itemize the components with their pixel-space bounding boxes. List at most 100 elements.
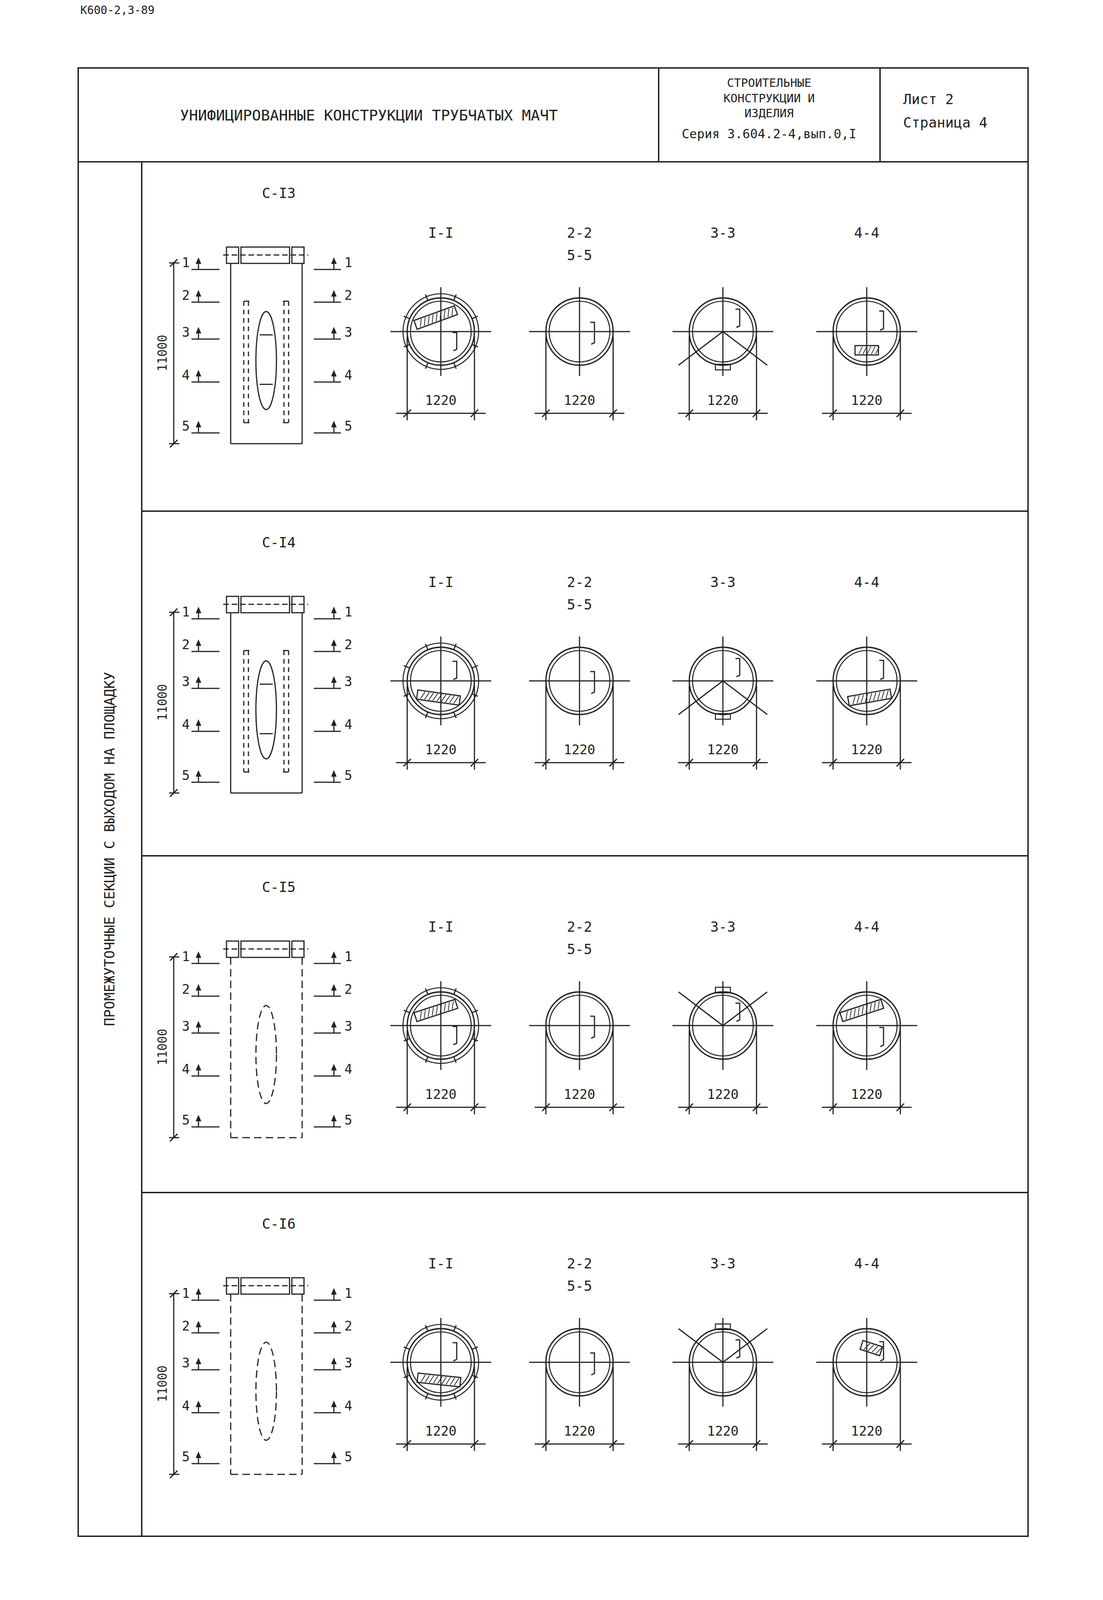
drawing-line [403, 1346, 411, 1350]
drawing-line [542, 409, 550, 418]
section-label: 2-2 [565, 1255, 594, 1272]
section-cut-number: 2 [343, 288, 354, 304]
drawing-line [453, 1325, 457, 1332]
section-cut-number: 3 [181, 674, 191, 690]
drawing-line [534, 1443, 625, 1445]
mast-section-drawing [169, 1277, 918, 1478]
ladder-bracket [735, 1003, 740, 1022]
section-label: 5-5 [565, 596, 594, 613]
drawing-line [169, 1470, 178, 1478]
drawing-line [829, 1103, 837, 1111]
drawing-line [403, 344, 411, 347]
drawing-line [223, 254, 309, 256]
drawing-line [453, 1056, 457, 1063]
drawing-line [395, 412, 486, 415]
drawing-line [542, 1440, 550, 1448]
drawing-line [896, 409, 905, 418]
drawing-line [169, 1289, 178, 1298]
height-dimension: 11000 [155, 683, 170, 722]
cross-section [816, 636, 918, 770]
drawing-line [191, 1126, 220, 1128]
ladder-bracket [879, 1341, 884, 1361]
drawing-line [191, 301, 220, 304]
section-label: 4-4 [853, 225, 881, 241]
drawing-line [678, 762, 768, 764]
series-number: Серия 3.604.2-4,вып.0,I [681, 126, 857, 142]
drawing-line [243, 650, 245, 772]
ladder-bracket [590, 322, 595, 345]
drawing-line [821, 412, 912, 415]
sheet-number: Лист 2 [903, 91, 954, 108]
cross-section [672, 636, 774, 770]
section-label: I-I [427, 574, 455, 590]
arrow-head [195, 606, 202, 614]
cross-section [816, 981, 918, 1115]
drawing-line [688, 685, 691, 770]
section-mark-title: С-I6 [261, 1215, 296, 1233]
section-label: 4-4 [853, 919, 881, 935]
drawing-line [756, 1366, 758, 1451]
drawing-line [301, 957, 304, 1138]
section-label: 5-5 [565, 1278, 594, 1294]
section-cut-number: 5 [343, 419, 354, 434]
drawing-line [191, 687, 220, 690]
section-cut-number: 1 [181, 949, 191, 965]
drawing-line [534, 762, 625, 764]
section-label: 3-3 [709, 1255, 737, 1272]
drawing-line [678, 412, 768, 415]
drawing-line [191, 338, 220, 340]
series-cell: СТРОИТЕЛЬНЫЕ КОНСТРУКЦИИ И ИЗДЕЛИЯСерия … [657, 67, 881, 163]
height-dimension: 11000 [155, 1364, 170, 1403]
drawing-line [688, 1030, 691, 1115]
sheet-title: УНИФИЦИРОВАННЫЕ КОНСТРУКЦИИ ТРУБЧАТЫХ МА… [179, 106, 558, 125]
ladder-bracket [879, 1027, 884, 1047]
drawing-line [821, 1443, 912, 1445]
diameter-dimension: 1220 [424, 393, 458, 409]
drawing-line [403, 409, 411, 418]
section-cut-number: 4 [181, 717, 191, 733]
drawing-line [678, 680, 723, 715]
drawing-line [191, 962, 220, 965]
drawing-line [230, 1137, 303, 1139]
cross-section [390, 287, 492, 421]
section-cut-number: 5 [343, 1113, 354, 1128]
drawing-line [470, 1440, 479, 1448]
arrow-head [331, 1020, 337, 1028]
section-cut-number: 4 [181, 1062, 191, 1077]
diameter-dimension: 1220 [424, 1087, 458, 1103]
section-label: 5-5 [565, 941, 594, 957]
drawing-line [832, 1366, 835, 1451]
drawing-line [313, 1369, 341, 1371]
drawing-line [425, 643, 428, 651]
drawing-line [829, 758, 837, 767]
drawing-line [173, 262, 175, 444]
drawing-line [243, 771, 250, 773]
drawing-line [403, 758, 411, 767]
band-title: ПРОМЕЖУТОЧНЫЕ СЕКЦИИ С ВЫХОДОМ НА ПЛОЩАД… [101, 671, 119, 1027]
ladder-bracket [452, 661, 457, 680]
drawing-line [612, 1366, 615, 1451]
section-cut-number: 1 [181, 1286, 191, 1301]
arrow-head [331, 1357, 337, 1365]
drawing-line [191, 995, 220, 997]
drawing-line [896, 1440, 905, 1448]
ladder-bracket [735, 309, 740, 328]
drawing-line [403, 1010, 411, 1013]
drawing-line [472, 1038, 479, 1041]
arrow-head [331, 1320, 337, 1328]
drawing-line [472, 693, 479, 697]
drawing-line [313, 338, 341, 340]
drawing-line [453, 1393, 457, 1400]
drawing-line [223, 948, 309, 950]
section-cut-number: 3 [181, 325, 191, 340]
ladder-bracket [735, 658, 740, 677]
sheet-cell: Лист 2Страница 4 [879, 67, 1029, 163]
ladder-bracket [590, 1016, 595, 1039]
arrow-head [331, 1063, 337, 1071]
diameter-dimension: 1220 [849, 1424, 884, 1439]
drawing-line [395, 1443, 486, 1445]
drawing-line [752, 1103, 761, 1111]
drawing-line [313, 1463, 341, 1465]
section-label: 4-4 [853, 574, 881, 590]
